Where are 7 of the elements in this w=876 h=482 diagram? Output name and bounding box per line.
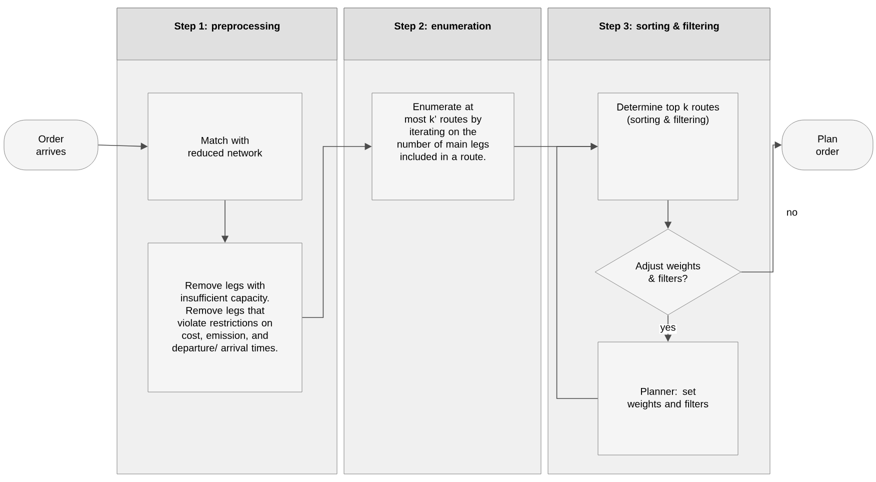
process-box: Remove legs with insufficient capacity. Remove legs that violate restrictions on cost, emission, and departure/ arrival times.: [148, 242, 302, 392]
arrow: [556, 142, 598, 399]
process-box: Determine top k routes (sorting & filtering): [598, 92, 738, 200]
process-box: Enumerate at most k’ routes by iterating on the number of main legs included in a route.: [372, 92, 514, 200]
process-box: Match with reduced network: [148, 92, 302, 200]
process-box: Planner: set weights and filters: [598, 342, 738, 456]
edge-label: no: [785, 209, 799, 217]
